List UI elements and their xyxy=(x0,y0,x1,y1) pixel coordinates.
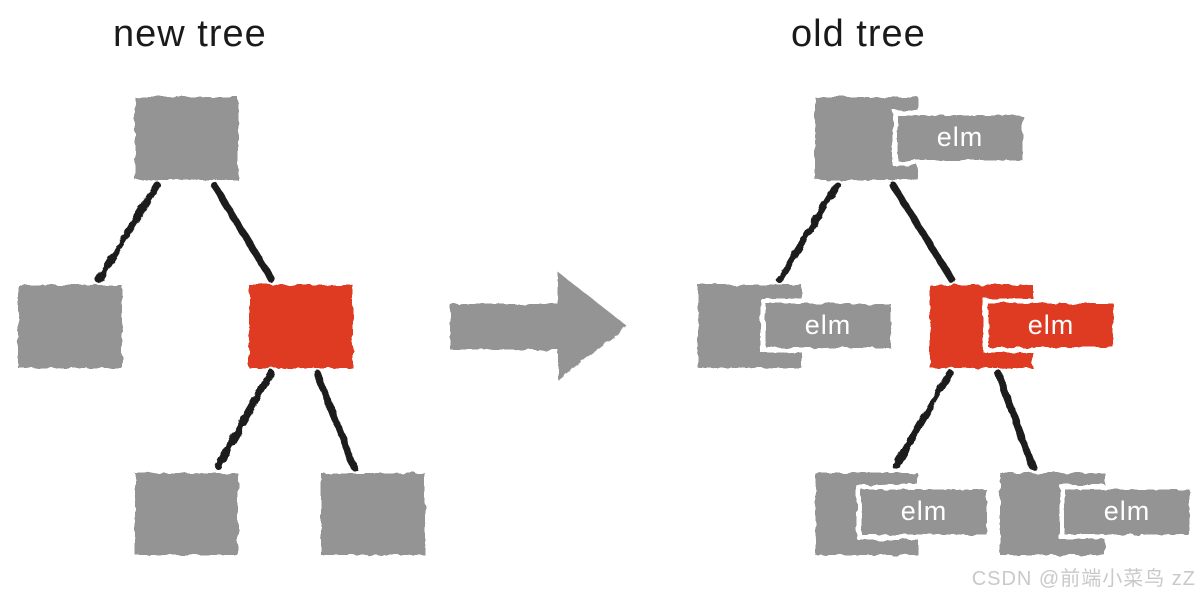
old-tree-edge-root-left xyxy=(776,181,841,284)
new-tree-node-child-left xyxy=(18,285,122,368)
old-tree-child-left-elm-tag xyxy=(760,298,896,353)
old-tree-edge-root-right xyxy=(889,181,956,284)
old-tree-child-right-elm-tag xyxy=(983,298,1119,353)
old-tree-grandchild-left-elm-label: elm xyxy=(900,496,948,526)
new-tree-edge-red-right xyxy=(313,369,358,471)
old-tree-title: old tree xyxy=(791,13,926,55)
new-tree-node-grandchild-left xyxy=(135,473,238,555)
old-tree-root-elm-tag xyxy=(892,110,1028,166)
new-tree-node-child-right xyxy=(249,285,353,368)
new-tree-node-root xyxy=(135,97,238,180)
old-tree-grandchild-left-elm-tag xyxy=(856,484,992,540)
old-tree-child-left-elm-label: elm xyxy=(804,310,852,340)
new-tree-edge-root-right xyxy=(210,181,276,284)
old-tree-edge-red-left xyxy=(892,369,954,470)
old-tree-grandchild-right-elm-tag xyxy=(1059,484,1195,540)
old-tree-edge-red-right xyxy=(994,369,1037,471)
old-tree-grandchild-right-elm-label: elm xyxy=(1103,496,1151,526)
new-tree-edge-red-left xyxy=(214,369,275,470)
csdn-watermark: CSDN @前端小菜鸟 zZ xyxy=(971,568,1196,590)
new-tree-edge-root-left xyxy=(95,181,161,284)
new-tree-node-grandchild-right xyxy=(321,473,425,555)
new-tree-title: new tree xyxy=(113,13,267,55)
old-tree-root-elm-label: elm xyxy=(936,122,984,152)
right-arrow-icon xyxy=(450,272,627,380)
old-tree-child-right-elm-label: elm xyxy=(1027,310,1075,340)
